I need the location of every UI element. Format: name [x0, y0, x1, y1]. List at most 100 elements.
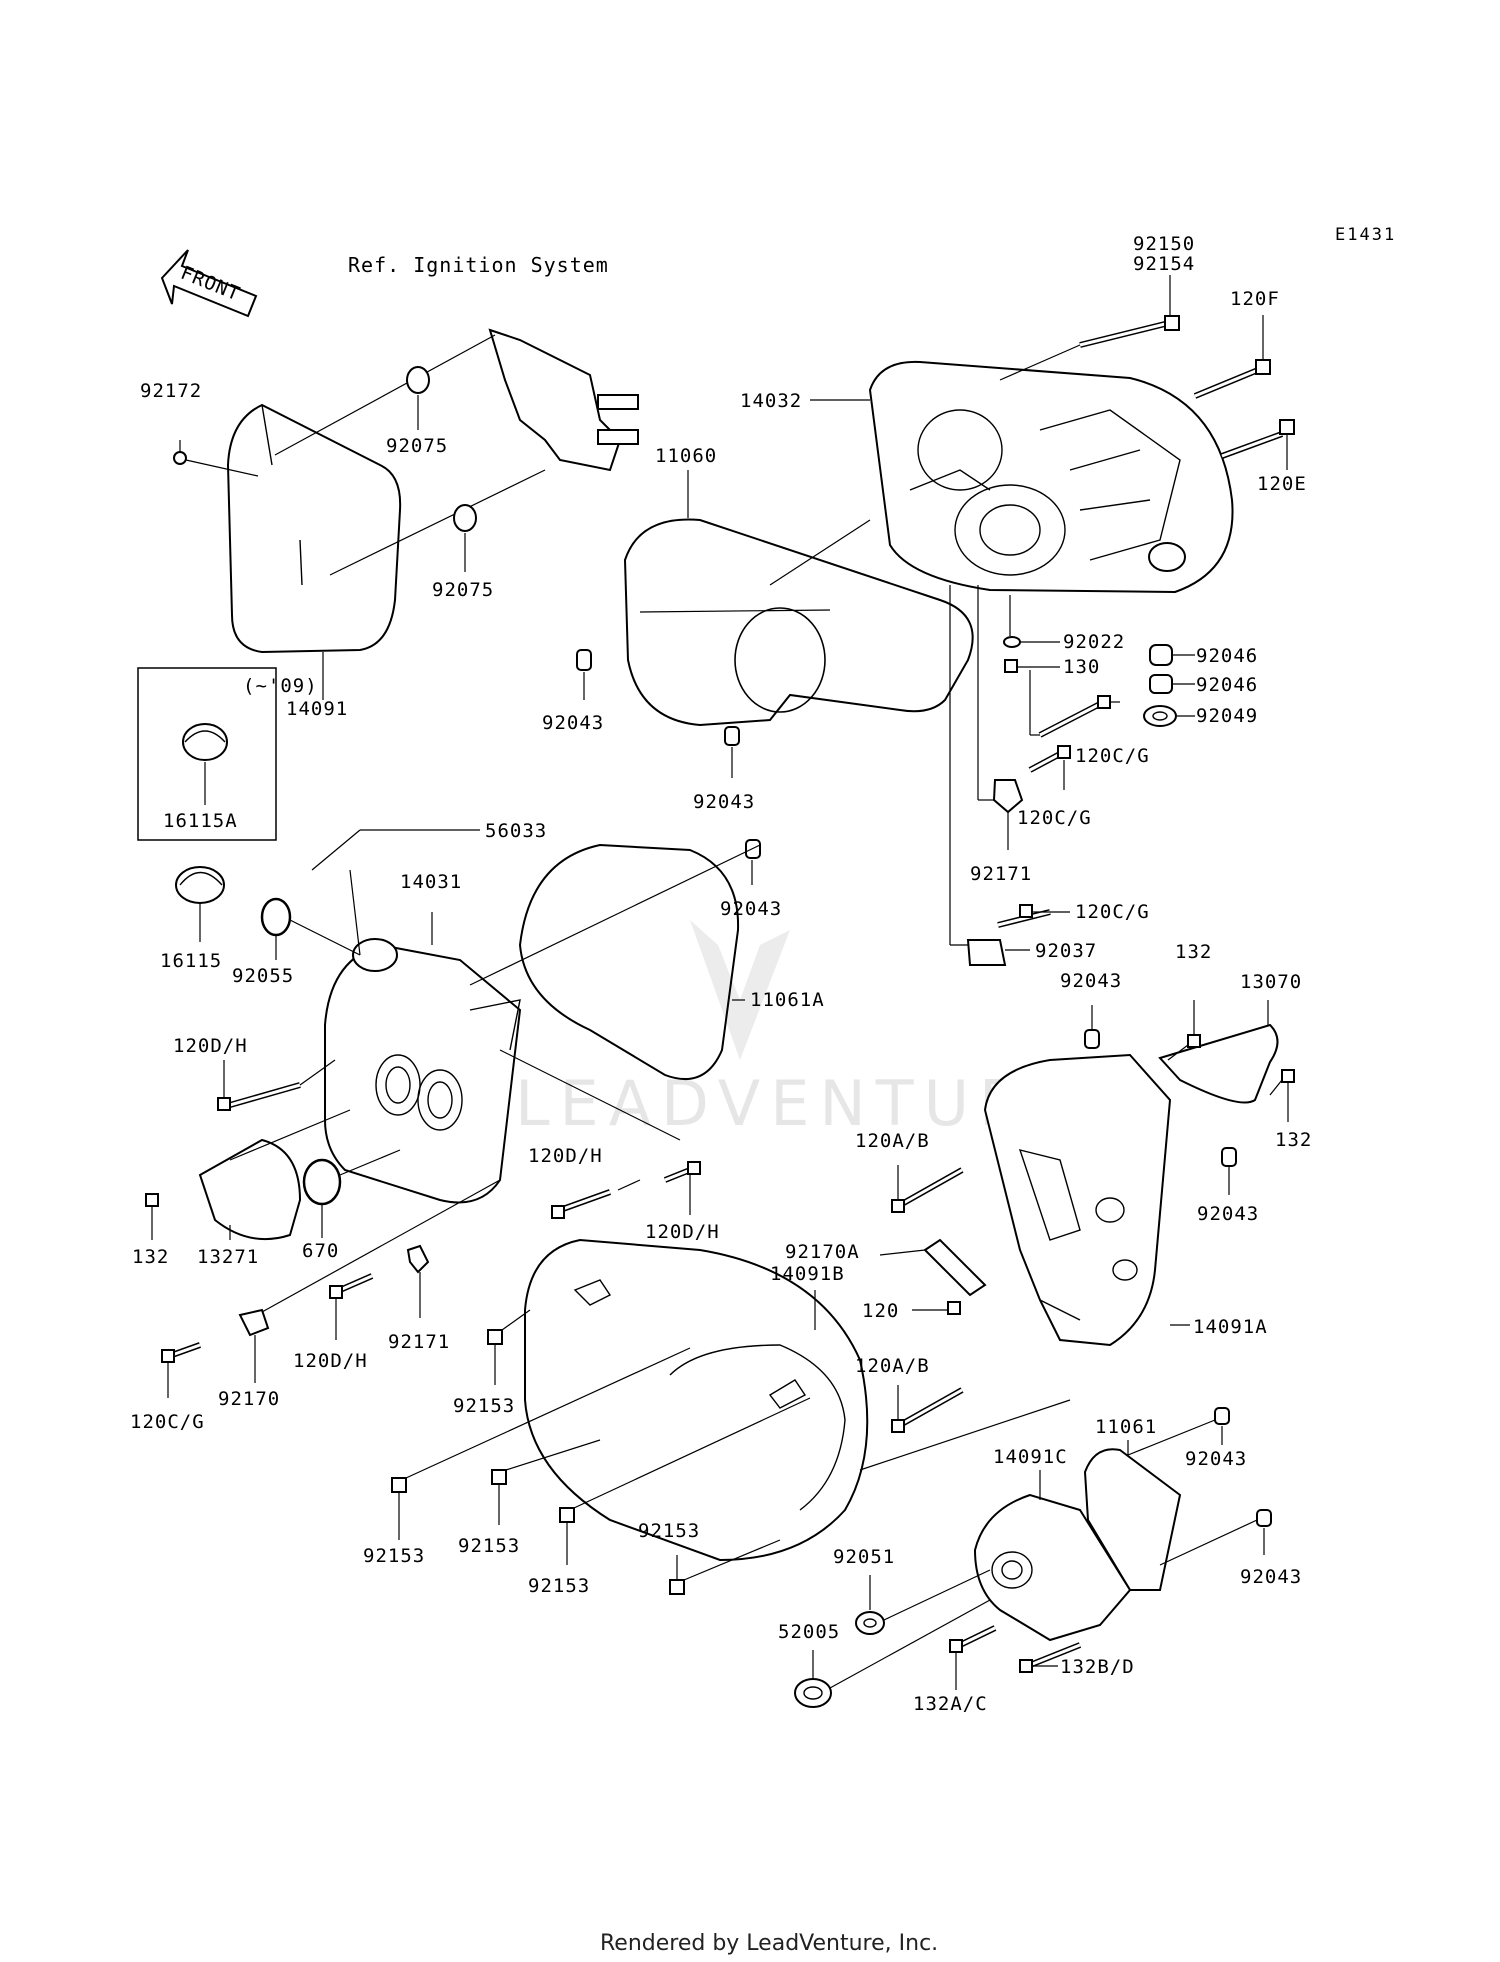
- part-label: 92043: [693, 791, 755, 813]
- screw-92153-c-shape: [491, 1439, 601, 1525]
- bolt-120f-shape: [1193, 315, 1271, 399]
- rubber-92046-upper-shape: [1149, 644, 1195, 666]
- part-label: 11060: [655, 445, 717, 467]
- part-label: 120C/G: [130, 1411, 205, 1433]
- part-label: 132B/D: [1060, 1656, 1135, 1678]
- part-label: 92043: [1197, 1203, 1259, 1225]
- part-labels: 92150 92154 120F 14032 120E 11060 92172 …: [130, 233, 1311, 1715]
- bolt-120ab-upper-shape: [891, 1165, 964, 1213]
- screw-92153-e-shape: [669, 1539, 781, 1595]
- part-label: 120D/H: [173, 1035, 248, 1057]
- part-label: 92043: [542, 712, 604, 734]
- cover-14091c-shape: [973, 1470, 1132, 1642]
- part-label: 92171: [970, 863, 1032, 885]
- part-label: 11061A: [750, 989, 825, 1011]
- part-label: 92043: [1060, 970, 1122, 992]
- gasket-11060-shape: [623, 470, 974, 727]
- part-label: 92171: [388, 1331, 450, 1353]
- part-label: 670: [302, 1240, 339, 1262]
- screw-132-lower-right-shape: [1269, 1069, 1295, 1122]
- part-label: 92075: [386, 435, 448, 457]
- part-label: 120D/H: [293, 1350, 368, 1372]
- bolt-120e-shape: [1220, 419, 1295, 470]
- bolt-120dh-right-shape: [663, 1161, 701, 1215]
- screw-132-upper-right-shape: [1167, 1000, 1201, 1061]
- dowel-92043-b-shape: [724, 726, 740, 778]
- clamp-92037-shape: [949, 585, 1030, 966]
- gasket-11061-shape: [1083, 1419, 1216, 1591]
- outer-cover-14031-shape: [311, 829, 761, 1204]
- dowel-92043-e-shape: [1221, 1147, 1237, 1195]
- part-label: 120C/G: [1075, 745, 1150, 767]
- oil-cap-16115-shape: [175, 866, 225, 942]
- bolt-132ac-shape: [949, 1625, 997, 1690]
- part-label: 92170A: [785, 1241, 860, 1263]
- part-label: 92043: [720, 898, 782, 920]
- plug-130-shape: [1004, 659, 1060, 673]
- part-label: 14091B: [770, 1263, 845, 1285]
- footer-credit: Rendered by LeadVenture, Inc.: [600, 1931, 938, 1956]
- bolt-120dh-lower-shape: [329, 1273, 374, 1340]
- part-label: 120F: [1230, 288, 1280, 310]
- bolt-120cg-upper-shape: [1029, 670, 1120, 738]
- screw-92153-b-shape: [391, 1347, 691, 1540]
- part-label: 14091C: [993, 1446, 1068, 1468]
- part-label: 92153: [458, 1535, 520, 1557]
- part-label: 52005: [778, 1621, 840, 1643]
- rear-case-14091a-shape: [983, 1053, 1190, 1347]
- dowel-92043-c-shape: [745, 839, 761, 885]
- screw-92153-d-shape: [559, 1397, 811, 1565]
- part-label: 92075: [432, 579, 494, 601]
- part-label: 92153: [638, 1520, 700, 1542]
- grommet-92075-lower-shape: [453, 504, 477, 572]
- bolt-120cg-lower-shape: [997, 904, 1070, 928]
- part-label: 92049: [1196, 705, 1258, 727]
- part-label: 132: [132, 1246, 169, 1268]
- dowel-92043-g-shape: [1159, 1509, 1272, 1566]
- washer-92022-shape: [1003, 595, 1060, 648]
- part-label: 120E: [1257, 473, 1307, 495]
- dowel-92043-a-shape: [576, 649, 592, 700]
- clamp-92171-left-shape: [406, 1244, 430, 1318]
- part-label: 120C/G: [1075, 901, 1150, 923]
- left-cover-14091-shape: [226, 403, 402, 700]
- front-arrow-icon: FRONT: [160, 249, 258, 318]
- o-ring-92055-shape: [260, 897, 361, 960]
- clamp-92170-shape: [238, 1179, 501, 1383]
- dowel-92043-d-shape: [1084, 1005, 1100, 1049]
- part-label: 14091A: [1193, 1316, 1268, 1338]
- part-label: 92172: [140, 380, 202, 402]
- reference-ignition-system: Ref. Ignition System: [348, 253, 609, 277]
- belt-cover-14091b-shape: [524, 1238, 1071, 1562]
- oil-cap-inset-shape: [182, 723, 228, 805]
- part-label: 120A/B: [855, 1355, 930, 1377]
- screw-92153-a-shape: [487, 1309, 531, 1385]
- bolt-120-shape: [912, 1301, 961, 1315]
- ignition-bracket-shape: [274, 328, 639, 576]
- bolt-120dh-mid-shape: [551, 1179, 641, 1219]
- part-label: 56033: [485, 820, 547, 842]
- seal-92049-shape: [1143, 705, 1195, 727]
- part-label: 92153: [363, 1545, 425, 1567]
- bolt-120cg-left-shape: [161, 1342, 202, 1398]
- part-label: 13271: [197, 1246, 259, 1268]
- bolt-120ab-lower-shape: [891, 1385, 964, 1433]
- part-label: 120D/H: [528, 1145, 603, 1167]
- seal-92051-shape: [855, 1569, 991, 1635]
- part-label: 92046: [1196, 645, 1258, 667]
- inset-label: (~'09): [243, 675, 318, 697]
- part-label: 92170: [218, 1388, 280, 1410]
- part-label: 13070: [1240, 971, 1302, 993]
- part-label: 92037: [1035, 940, 1097, 962]
- screw-92172-shape: [173, 440, 259, 477]
- bolt-120dh-left-shape: [217, 1059, 336, 1111]
- part-label: 92046: [1196, 674, 1258, 696]
- grommet-92075-upper-shape: [406, 366, 430, 430]
- part-label: 92150: [1133, 233, 1195, 255]
- part-label: 14032: [740, 390, 802, 412]
- part-label: 132A/C: [913, 1693, 988, 1715]
- cover-13070-shape: [1158, 1000, 1279, 1104]
- dowel-92043-f-shape: [1214, 1407, 1230, 1445]
- bolt-120cg-middle-shape: [1028, 745, 1071, 790]
